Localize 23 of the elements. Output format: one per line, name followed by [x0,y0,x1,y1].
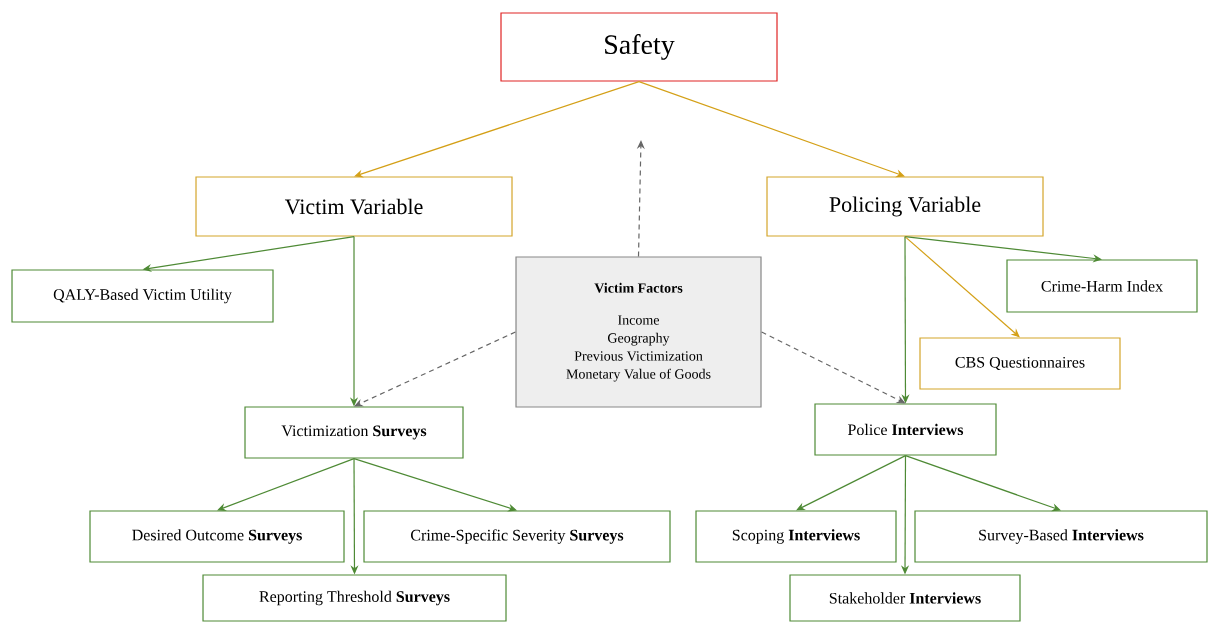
label-box: Policing Variable [766,176,1044,237]
arrow [217,458,355,511]
label-box: Desired Outcome Surveys [89,510,345,563]
label-box: Reporting Threshold Surveys [202,574,507,622]
label-box: QALY-Based Victim Utility [11,269,274,323]
label-box: Safety [500,12,778,82]
dashed-arrow [636,140,645,257]
dashed-arrow [354,331,516,407]
label-box: Scoping Interviews [695,510,897,563]
label-box: Crime-Harm Index [1006,259,1198,313]
arrow [353,458,517,512]
label-box: Survey-Based Interviews [914,510,1208,563]
arrow [354,81,640,178]
arrow [904,455,1061,512]
arrow [796,455,907,511]
arrow [904,236,1020,338]
factors-box: Victim Factors Income Geography Previous Victimization Monetary Value of Goods [515,256,762,408]
label-box: Victim Variable [195,176,513,237]
label-box: CBS Questionnaires [919,337,1121,390]
label-box: Victimization Surveys [244,406,464,459]
label-box: Stakeholder Interviews [789,574,1021,622]
label-box: Crime-Specific Severity Surveys [363,510,671,563]
label-box: Police Interviews [814,403,997,456]
